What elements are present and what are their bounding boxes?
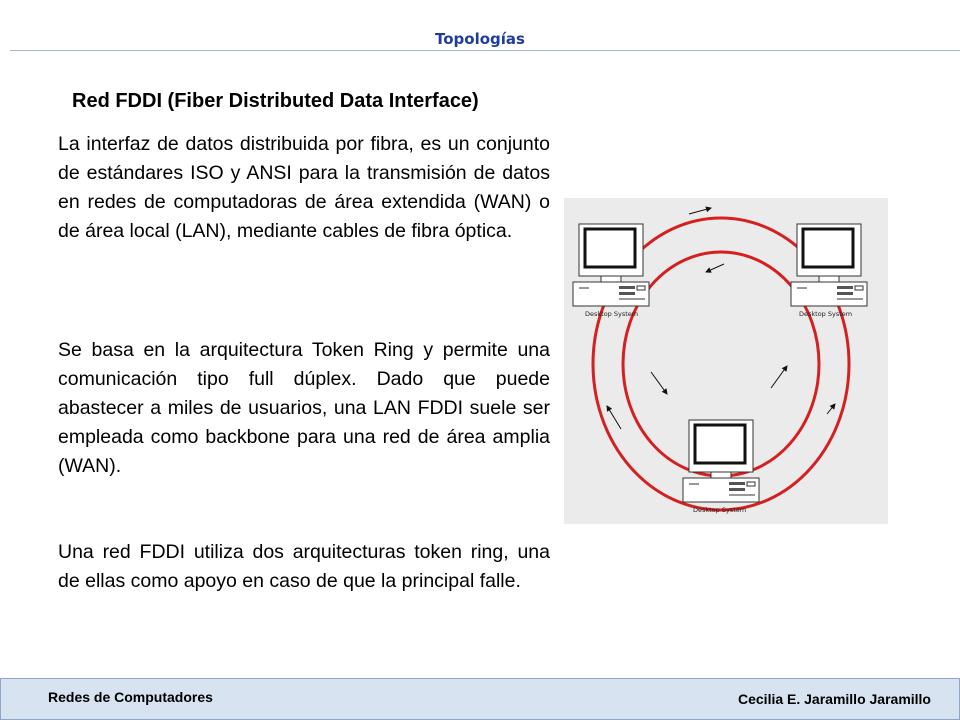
header-divider bbox=[10, 50, 960, 51]
fddi-diagram: Desktop System Desktop System Desktop Sy… bbox=[564, 198, 888, 524]
paragraph-architecture: Se basa en la arquitectura Token Ring y … bbox=[58, 339, 550, 477]
computer-left-label: Desktop System bbox=[585, 310, 638, 318]
paragraph-dual-ring: Una red FDDI utiliza dos arquitecturas t… bbox=[58, 541, 550, 592]
slide-title: Red FDDI (Fiber Distributed Data Interfa… bbox=[72, 90, 479, 112]
computer-bottom-label: Desktop System bbox=[693, 506, 746, 514]
computer-bottom: Desktop System bbox=[681, 418, 761, 514]
footer-bar: Redes de Computadores Cecilia E. Jaramil… bbox=[0, 678, 960, 720]
computer-right-label: Desktop System bbox=[799, 310, 852, 318]
computer-right: Desktop System bbox=[789, 222, 869, 318]
outer-fiber-ring bbox=[591, 216, 851, 512]
header-title: Topologías bbox=[435, 30, 525, 48]
computer-left: Desktop System bbox=[571, 222, 651, 318]
footer-course: Redes de Computadores bbox=[48, 689, 213, 705]
paragraph-definition: La interfaz de datos distribuida por fib… bbox=[58, 133, 550, 242]
footer-author: Cecilia E. Jaramillo Jaramillo bbox=[738, 691, 931, 707]
fddi-ring-svg: Desktop System Desktop System Desktop Sy… bbox=[571, 206, 869, 514]
token-direction-arrows bbox=[606, 206, 836, 430]
